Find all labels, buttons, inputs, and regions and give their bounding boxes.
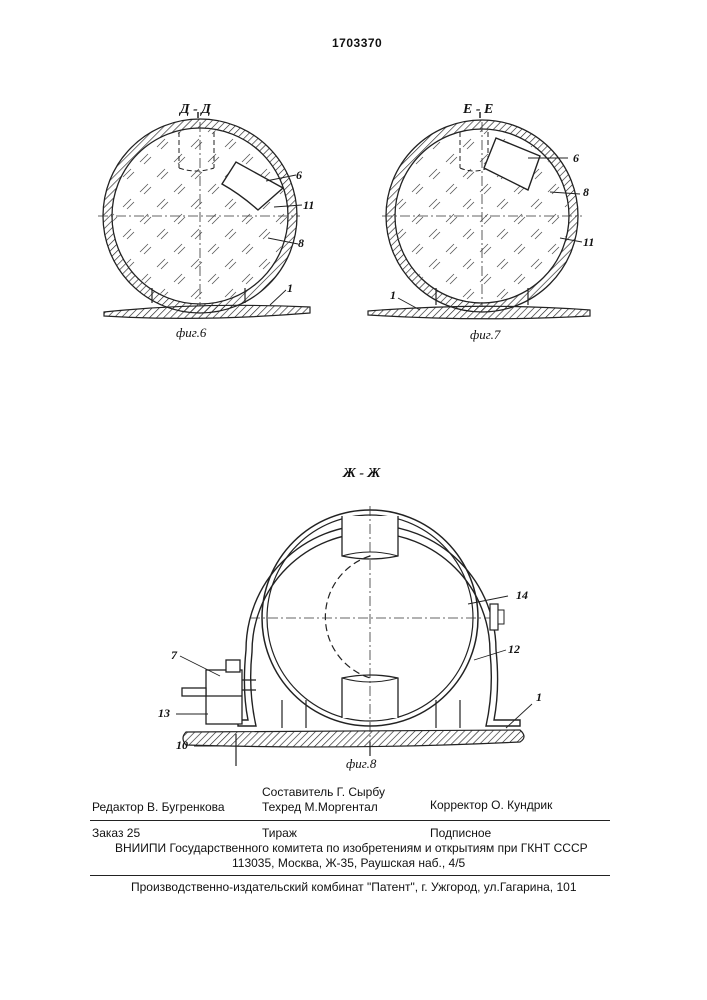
order-line: Заказ 25	[92, 826, 140, 840]
ref-label: 1	[390, 288, 396, 303]
ref-label: 8	[298, 236, 304, 251]
ref-label: 1	[536, 690, 542, 705]
publisher-line: Производственно-издательский комбинат "П…	[131, 880, 577, 894]
compiler-line: Составитель Г. Сырбу	[262, 785, 385, 799]
divider	[90, 875, 610, 876]
address-line: 113035, Москва, Ж-35, Раушская наб., 4/5	[232, 856, 465, 870]
ref-label: 6	[296, 168, 302, 183]
ref-label: 10	[176, 738, 188, 753]
section-label-fig6: Д - Д	[180, 102, 211, 118]
techred-line: Техред М.Моргентал	[262, 800, 378, 814]
figure-7	[368, 112, 590, 319]
ref-label: 12	[508, 642, 520, 657]
section-label-fig8: Ж - Ж	[343, 466, 380, 482]
ref-label: 14	[516, 588, 528, 603]
base-plate	[183, 730, 524, 747]
editor-line: Редактор В. Бугренкова	[92, 800, 225, 814]
figure-caption-6: фиг.6	[176, 325, 206, 341]
institute-line: ВНИИПИ Государственного комитета по изоб…	[115, 841, 588, 855]
corrector-line: Корректор О. Кундрик	[430, 798, 552, 812]
ref-label: 11	[583, 235, 594, 250]
ref-label: 6	[573, 151, 579, 166]
ref-label: 7	[171, 648, 177, 663]
ref-label: 11	[303, 198, 314, 213]
lug-14	[490, 604, 498, 630]
figure-caption-8: фиг.8	[346, 756, 376, 772]
subscription-line: Подписное	[430, 826, 491, 840]
ref-label: 13	[158, 706, 170, 721]
section-label-fig7: Е - Е	[463, 102, 493, 118]
figure-caption-7: фиг.7	[470, 327, 500, 343]
figure-8	[176, 506, 532, 766]
ref-label: 1	[287, 281, 293, 296]
ref-label: 8	[583, 185, 589, 200]
circulation-line: Тираж	[262, 826, 297, 840]
divider	[90, 820, 610, 821]
figure-6	[98, 112, 310, 318]
